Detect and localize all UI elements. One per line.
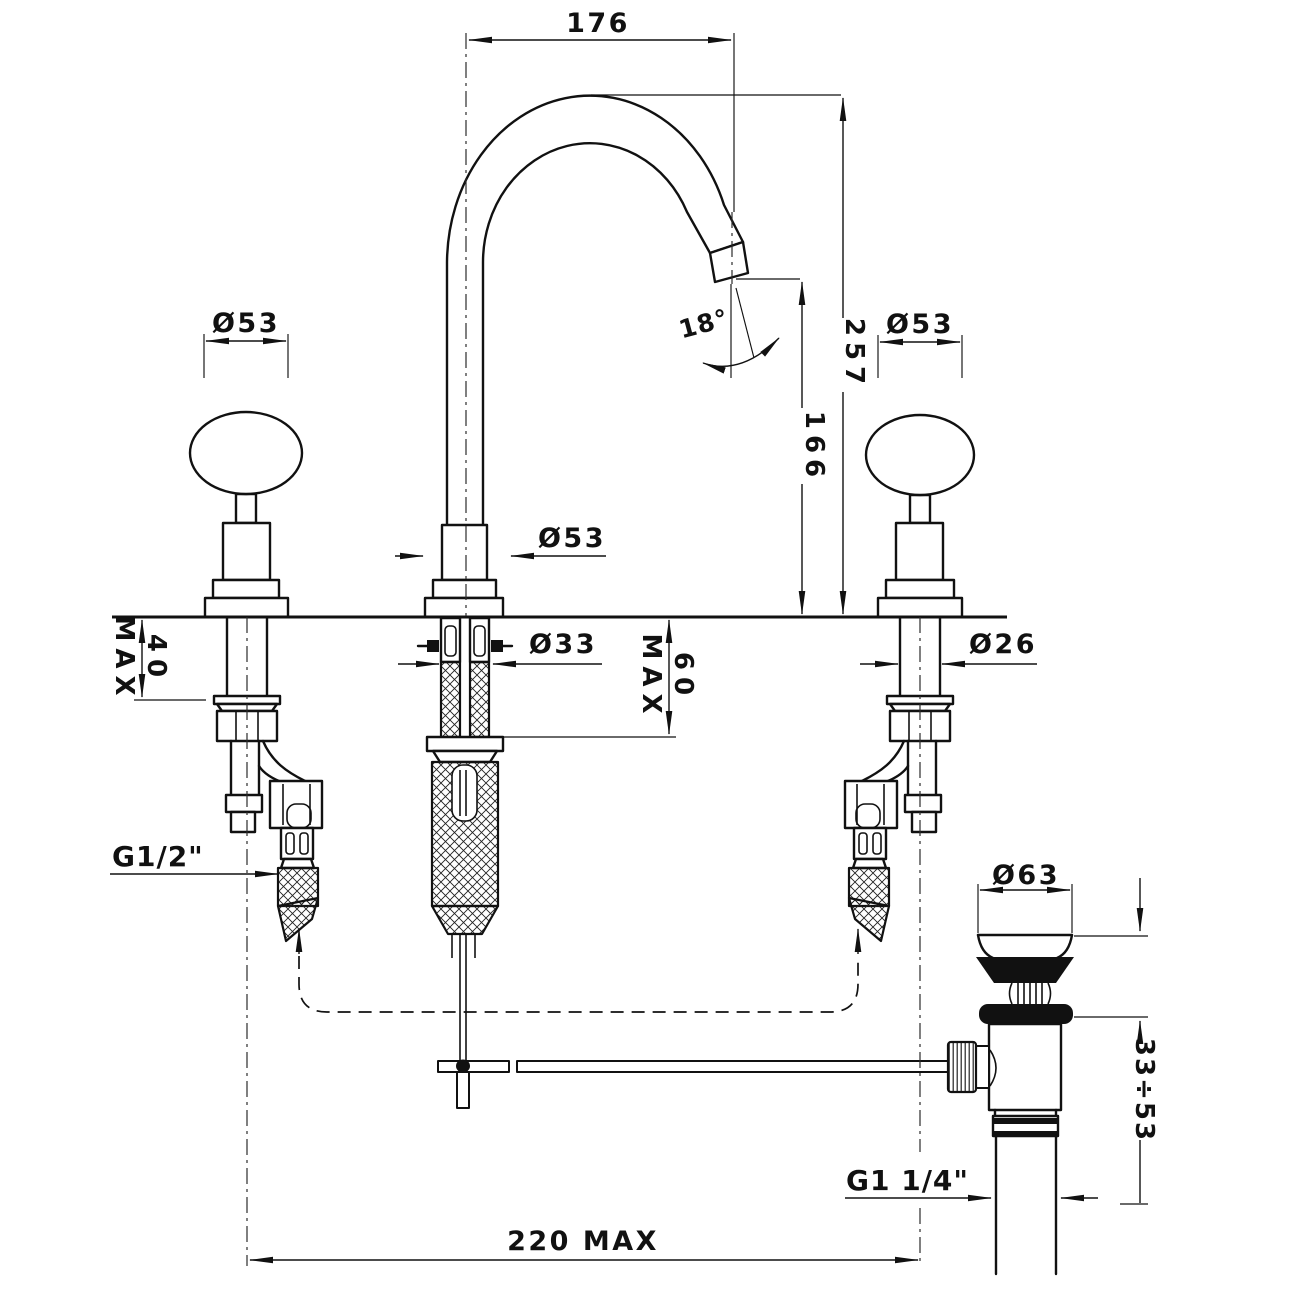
thread-band <box>224 793 264 814</box>
svg-text:33÷53: 33÷53 <box>1129 1038 1159 1142</box>
washer-bevel <box>431 749 499 764</box>
inlet-thread-tip <box>229 810 257 834</box>
rod-clamp-hub <box>456 1059 470 1073</box>
outlet-axis-tilted <box>735 287 755 359</box>
drain-cup-side <box>976 933 995 960</box>
braided-hose-cut-end <box>847 896 891 943</box>
braided-column <box>439 660 462 739</box>
pop-up-linkage <box>437 934 949 1109</box>
dim-label-drain-clamp-range: 33÷53 <box>1129 1038 1159 1142</box>
plug-slot-side <box>1047 982 1052 1005</box>
dim-label-right-handle-dia: Ø53 <box>886 309 954 340</box>
connector-slot <box>872 832 882 855</box>
label-inlet-thread: G1/2" <box>112 840 204 873</box>
left-handle <box>188 410 304 619</box>
knurled-knob <box>946 1040 978 1094</box>
dim-label-outlet-height: 166 <box>799 411 829 483</box>
horizontal-rod-long <box>516 1060 949 1073</box>
connector-slot <box>444 625 457 657</box>
inlet-thread-tip <box>910 810 938 834</box>
dim-label-center-shank-dia: Ø33 <box>529 629 597 660</box>
svg-text:MAX: MAX <box>109 615 139 702</box>
dim-label-spout-height: 257 <box>839 318 869 390</box>
drain-gasket-ring <box>979 1004 1073 1024</box>
svg-text:60: 60 <box>668 652 698 702</box>
handle-escutcheon <box>203 596 290 619</box>
spout-body <box>440 523 489 582</box>
knob-neck <box>975 1045 990 1089</box>
handle-body <box>894 521 945 582</box>
branch-outer <box>860 739 906 783</box>
spout <box>423 94 750 619</box>
mounting-pin <box>427 640 439 652</box>
right-handle <box>864 413 976 619</box>
handle-tier <box>211 578 281 600</box>
connector-slot <box>299 832 309 855</box>
dim-label-spout-reach: 176 <box>566 8 630 39</box>
hose-flare <box>851 857 888 870</box>
dimensions <box>110 33 1148 1264</box>
left-valve-underdeck <box>212 615 324 943</box>
drain-body <box>987 1022 1063 1112</box>
lever-boss <box>989 1049 997 1087</box>
mounting-washer <box>425 735 505 753</box>
handle-escutcheon <box>876 596 964 619</box>
drain-cup-side <box>1055 933 1074 960</box>
svg-text:18°: 18° <box>676 303 732 344</box>
dim-label-drain-flange-dia: Ø63 <box>992 860 1060 891</box>
spout-base-tier <box>431 578 498 600</box>
svg-text:40: 40 <box>141 634 171 684</box>
mounting-pin <box>491 640 503 652</box>
handle-stem <box>234 492 258 525</box>
handle-body <box>221 521 272 582</box>
bundle-taper <box>430 904 500 936</box>
handle-knob <box>188 410 304 496</box>
dim-label-spout-base-dia: Ø53 <box>538 523 606 554</box>
spout-base-escutcheon <box>423 596 505 619</box>
connector-slot <box>858 832 868 855</box>
svg-text:166: 166 <box>799 411 829 483</box>
plug-slot-side <box>1008 982 1013 1005</box>
branch-outer <box>261 739 307 783</box>
right-valve-underdeck <box>843 615 955 943</box>
connector-slot <box>285 832 295 855</box>
dim-label-center-deck-thickness: 60 MAX <box>636 633 698 720</box>
pop-up-drain <box>946 933 1074 1276</box>
hose-flare <box>279 857 316 870</box>
handle-knob <box>864 413 976 497</box>
labels: 176 257 166 18° Ø53 Ø53 Ø53 Ø33 Ø26 40 M… <box>109 8 1159 1257</box>
dim-label-spout-angle: 18° <box>676 303 732 344</box>
thread-band <box>903 793 943 814</box>
spout-tube-outline <box>445 94 745 534</box>
dim-label-left-deck-thickness: 40 MAX <box>109 615 171 702</box>
label-drain-thread: G1 1/4" <box>846 1164 969 1197</box>
handle-tier <box>884 578 956 600</box>
handle-stem <box>908 493 932 525</box>
dim-label-right-shank-dia: Ø26 <box>969 629 1037 660</box>
center-underdeck <box>416 616 514 958</box>
rod-lower <box>456 1071 470 1109</box>
rod-slot <box>451 764 478 822</box>
horizontal-rod-short <box>437 1060 510 1073</box>
braided-hose-cut-end <box>276 896 320 943</box>
braided-column <box>468 660 491 739</box>
braided-hose <box>276 866 320 908</box>
hose-routing <box>295 928 862 1013</box>
centerlines <box>246 33 921 1266</box>
angle-arc <box>702 337 780 374</box>
svg-text:MAX: MAX <box>636 633 666 720</box>
drain-flange-ring <box>976 957 1074 983</box>
svg-text:257: 257 <box>839 318 869 390</box>
dim-label-max-spread: 220 MAX <box>507 1226 659 1257</box>
dim-label-left-handle-dia: Ø53 <box>212 308 280 339</box>
connector-slot <box>473 625 486 657</box>
hose-routing-path <box>298 956 859 1013</box>
